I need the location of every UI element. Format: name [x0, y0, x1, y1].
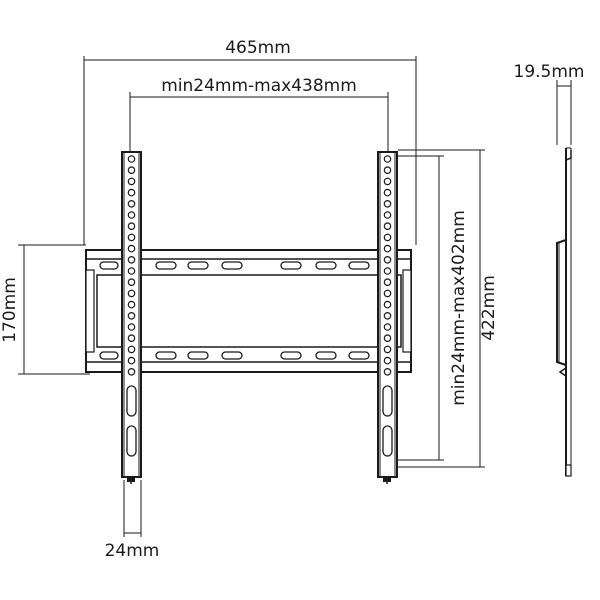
mount-hole	[383, 300, 392, 309]
side-profile	[556, 147, 572, 477]
right-arm	[377, 151, 398, 484]
left-arm	[121, 151, 142, 484]
mount-hole	[383, 244, 392, 253]
dim-vesa-vertical: min24mm-max402mm	[449, 210, 469, 406]
mount-hole	[383, 177, 392, 186]
mount-hole	[127, 323, 136, 331]
mount-hole	[127, 177, 136, 186]
mount-hole	[127, 345, 136, 354]
mount-hole	[383, 311, 392, 320]
mount-hole	[383, 255, 392, 264]
mount-hole	[127, 200, 136, 208]
mount-hole	[383, 211, 392, 219]
dim-wall-distance: 19.5mm	[514, 62, 585, 82]
mount-hole	[127, 188, 136, 197]
mount-hole	[127, 166, 136, 175]
mount-hole	[383, 289, 392, 298]
mount-hole	[127, 222, 136, 231]
mount-hole	[383, 267, 392, 275]
mount-hole	[383, 166, 392, 175]
mount-hole	[127, 233, 136, 242]
mount-hole	[383, 155, 392, 163]
dimension-lines	[18, 56, 572, 537]
mount-hole	[127, 278, 136, 287]
mount-hole	[127, 289, 136, 298]
dim-overall-width: 465mm	[225, 38, 291, 58]
mount-hole	[383, 356, 392, 365]
mount-hole	[127, 244, 136, 253]
mount-hole	[127, 300, 136, 309]
mount-hole	[383, 188, 392, 197]
dim-vesa-horizontal: min24mm-max438mm	[161, 76, 357, 96]
bottom-rail-slots	[99, 351, 370, 360]
mount-hole	[127, 311, 136, 320]
mount-hole	[383, 200, 392, 208]
mount-hole	[127, 255, 136, 264]
mount-hole	[383, 222, 392, 231]
mount-hole	[127, 267, 136, 275]
mount-hole	[127, 356, 136, 365]
dim-arm-width: 24mm	[105, 541, 160, 561]
mount-hole	[383, 367, 392, 376]
mount-hole	[127, 155, 136, 163]
mount-hole	[127, 211, 136, 219]
mount-hole	[127, 334, 136, 343]
mount-hole	[127, 367, 136, 376]
mount-hole	[383, 323, 392, 331]
mount-hole	[383, 278, 392, 287]
dim-frame-height: 170mm	[0, 277, 20, 343]
top-rail-slots	[99, 261, 370, 270]
mount-hole	[383, 233, 392, 242]
mount-hole	[383, 334, 392, 343]
mount-hole	[383, 345, 392, 354]
dim-overall-height: 422mm	[479, 275, 499, 341]
